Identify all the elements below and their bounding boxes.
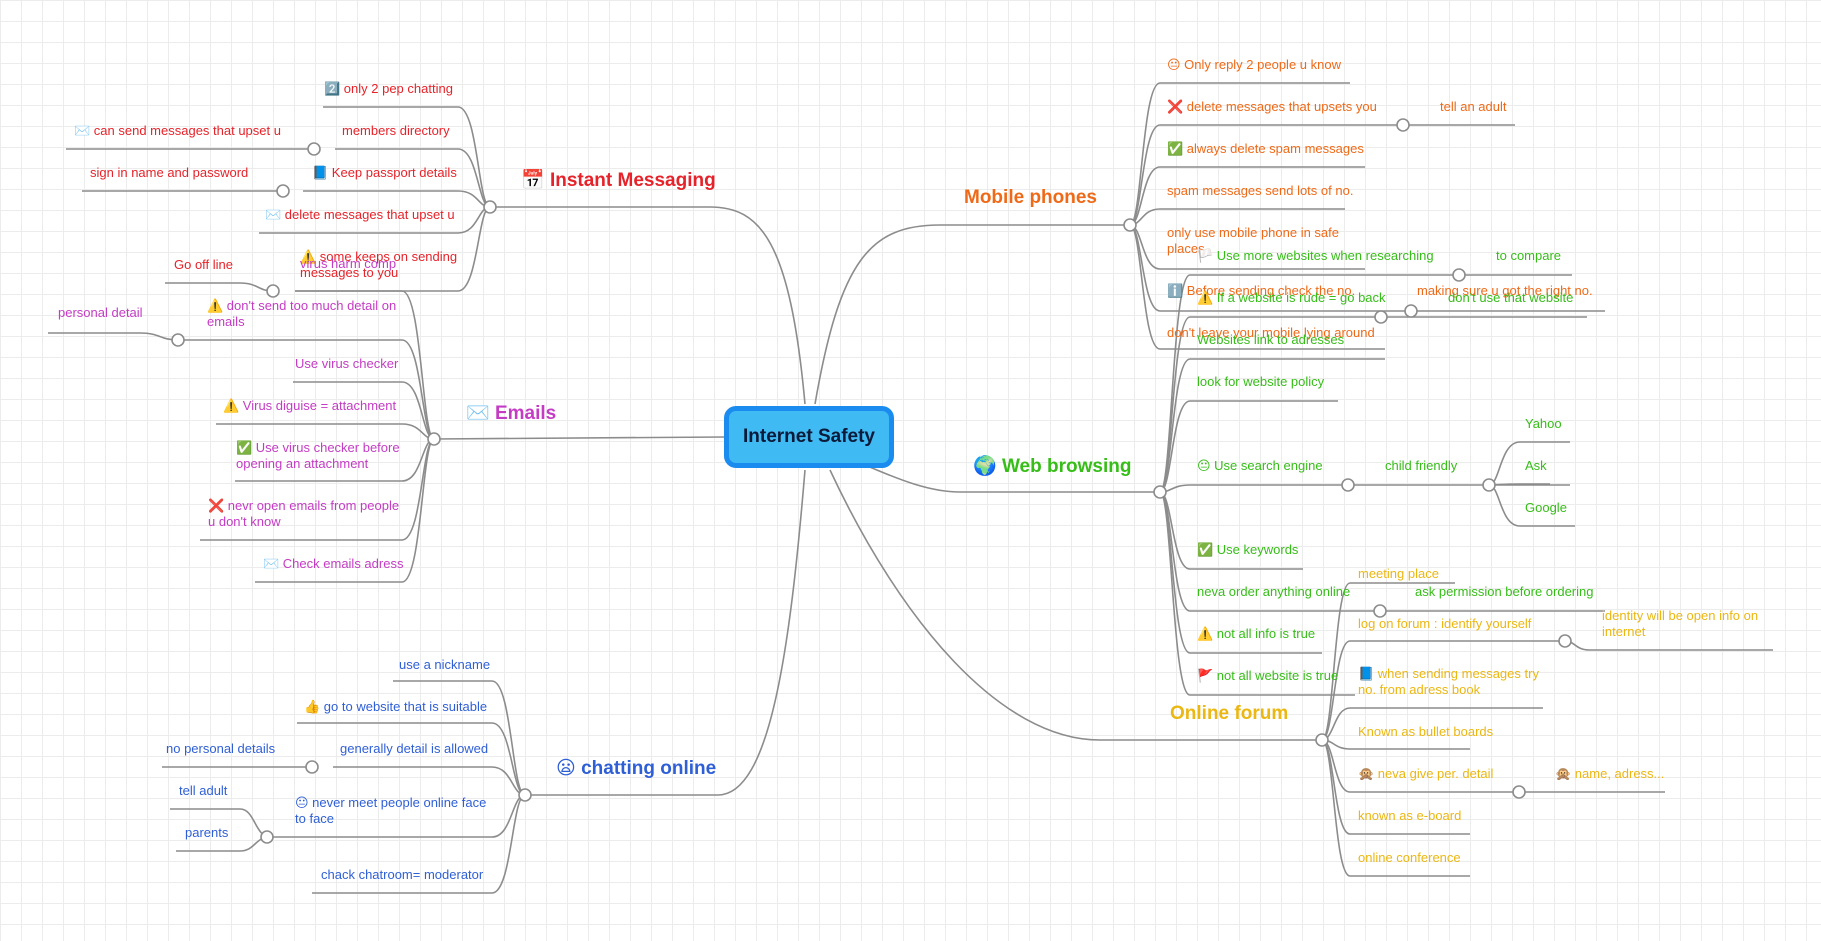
node-look-for-policy[interactable]: look for website policy: [1197, 374, 1325, 389]
node-only-reply-2-people[interactable]: 😐 Only reply 2 people u know: [1167, 57, 1341, 72]
node-online-conference[interactable]: online conference: [1358, 850, 1461, 865]
node-go-to-suitable-website[interactable]: 👍 go to website that is suitable: [304, 699, 488, 714]
node-name-adress[interactable]: 🙊 name, adress...: [1555, 766, 1665, 781]
node-websites-link-adresses[interactable]: Websites link to adresses: [1197, 332, 1345, 347]
node-not-all-info-true[interactable]: ⚠️ not all info is true: [1197, 626, 1316, 641]
node-tell-adult[interactable]: tell adult: [179, 783, 228, 798]
node-always-delete-spam[interactable]: ✅ always delete spam messages: [1167, 141, 1364, 156]
node-ask[interactable]: Ask: [1525, 458, 1547, 473]
topic-online-forum[interactable]: Online forum: [1170, 703, 1288, 725]
node-use-more-websites[interactable]: 🏳️ Use more websites when researching: [1197, 248, 1434, 263]
topic-chatting-online[interactable]: 😦 chatting online: [556, 757, 716, 780]
node-keep-passport-details[interactable]: 📘 Keep passport details: [312, 165, 457, 180]
topic-label: Mobile phones: [964, 187, 1097, 208]
node-delete-messages-upsets[interactable]: ❌ delete messages that upsets you: [1167, 99, 1377, 114]
topic-label: chatting online: [581, 758, 717, 779]
topic-web-browsing[interactable]: 🌍 Web browsing: [973, 454, 1131, 478]
envelope-icon: ✉️: [466, 403, 490, 424]
topic-mobile-phones[interactable]: Mobile phones: [964, 187, 1097, 209]
node-use-a-nickname[interactable]: use a nickname: [399, 657, 491, 672]
node-safe-places[interactable]: only use mobile phone in safe places: [1167, 225, 1340, 256]
node-sign-in-name-password[interactable]: sign in name and password: [90, 165, 249, 180]
node-making-sure-right-no[interactable]: making sure u got the right no.: [1417, 283, 1593, 298]
node-dont-send-too-much-detail[interactable]: ⚠️ don't send too much detail on emails: [207, 298, 397, 329]
node-when-sending-messages[interactable]: 📘 when sending messages try no. from adr…: [1358, 666, 1539, 697]
topic-emails[interactable]: ✉️ Emails: [466, 401, 556, 425]
node-personal-detail[interactable]: personal detail: [58, 305, 143, 320]
node-yahoo[interactable]: Yahoo: [1525, 416, 1562, 431]
node-not-all-website-true[interactable]: 🚩 not all website is true: [1197, 668, 1339, 683]
topic-label: Emails: [494, 403, 557, 424]
node-ask-permission[interactable]: ask permission before ordering: [1415, 584, 1594, 599]
node-can-send-messages[interactable]: ✉️ can send messages that upset u: [74, 123, 281, 138]
node-dont-leave-mobile[interactable]: don't leave your mobile lying around: [1167, 325, 1375, 340]
topic-instant-messaging[interactable]: 📅 Instant Messaging: [521, 168, 716, 192]
calendar-icon: 📅: [521, 170, 545, 191]
node-tell-an-adult[interactable]: tell an adult: [1440, 99, 1507, 114]
node-use-keywords[interactable]: ✅ Use keywords: [1197, 542, 1299, 557]
node-never-meet-people[interactable]: 😐 never meet people online face to face: [295, 795, 487, 826]
node-check-emails-adress[interactable]: ✉️ Check emails adress: [263, 556, 404, 571]
node-neva-order-online[interactable]: neva order anything online: [1197, 584, 1351, 599]
central-topic-label: Internet Safety: [743, 426, 875, 447]
node-no-personal-details[interactable]: no personal details: [166, 741, 276, 756]
node-spam-messages-lots[interactable]: spam messages send lots of no.: [1167, 183, 1354, 198]
node-chack-chatroom[interactable]: chack chatroom= moderator: [321, 867, 484, 882]
node-use-virus-checker[interactable]: Use virus checker: [295, 356, 399, 371]
node-rude-website-go-back[interactable]: ⚠️ If a website is rude = go back: [1197, 290, 1386, 305]
node-nevr-open-emails[interactable]: ❌ nevr open emails from people u don't k…: [208, 498, 400, 529]
node-known-bullet-boards[interactable]: Known as bullet boards: [1358, 724, 1494, 739]
node-generally-detail-allowed[interactable]: generally detail is allowed: [340, 741, 489, 756]
node-google[interactable]: Google: [1525, 500, 1567, 515]
node-child-friendly[interactable]: child friendly: [1385, 458, 1458, 473]
node-use-virus-checker-before[interactable]: ✅ Use virus checker before opening an at…: [236, 440, 400, 471]
node-identity-open-info[interactable]: identity will be open info on internet: [1602, 608, 1759, 639]
node-use-search-engine[interactable]: 😐 Use search engine: [1197, 458, 1323, 473]
node-parents[interactable]: parents: [185, 825, 229, 840]
central-topic[interactable]: Internet Safety: [724, 406, 894, 468]
node-meeting-place[interactable]: meeting place: [1358, 566, 1439, 581]
node-virus-diguise[interactable]: ⚠️ Virus diguise = attachment: [223, 398, 397, 413]
globe-icon: 🌍: [973, 456, 997, 477]
frown-icon: 😦: [556, 758, 576, 779]
node-members-directory[interactable]: members directory: [342, 123, 450, 138]
node-to-compare[interactable]: to compare: [1496, 248, 1562, 263]
node-delete-messages-upset[interactable]: ✉️ delete messages that upset u: [265, 207, 455, 222]
topic-label: Online forum: [1170, 703, 1289, 724]
node-known-e-board[interactable]: known as e-board: [1358, 808, 1462, 823]
node-only-2-pep-chatting[interactable]: 2️⃣ only 2 pep chatting: [324, 81, 453, 96]
node-neva-give-per-detail[interactable]: 🙊 neva give per. detail: [1358, 766, 1494, 781]
node-log-on-forum[interactable]: log on forum : identify yourself: [1358, 616, 1532, 631]
node-some-keeps-sending[interactable]: ⚠️ some keeps on sending messages to you: [300, 249, 458, 280]
topic-label: Web browsing: [1001, 456, 1132, 477]
node-before-sending-check[interactable]: ℹ️ Before sending check the no.: [1167, 283, 1356, 298]
topic-label: Instant Messaging: [549, 170, 716, 191]
node-dont-use-that-website[interactable]: don't use that website: [1448, 290, 1574, 305]
node-go-off-line[interactable]: Go off line: [174, 257, 234, 272]
node-virus-harm-comp[interactable]: virus harm comp: [300, 256, 397, 271]
